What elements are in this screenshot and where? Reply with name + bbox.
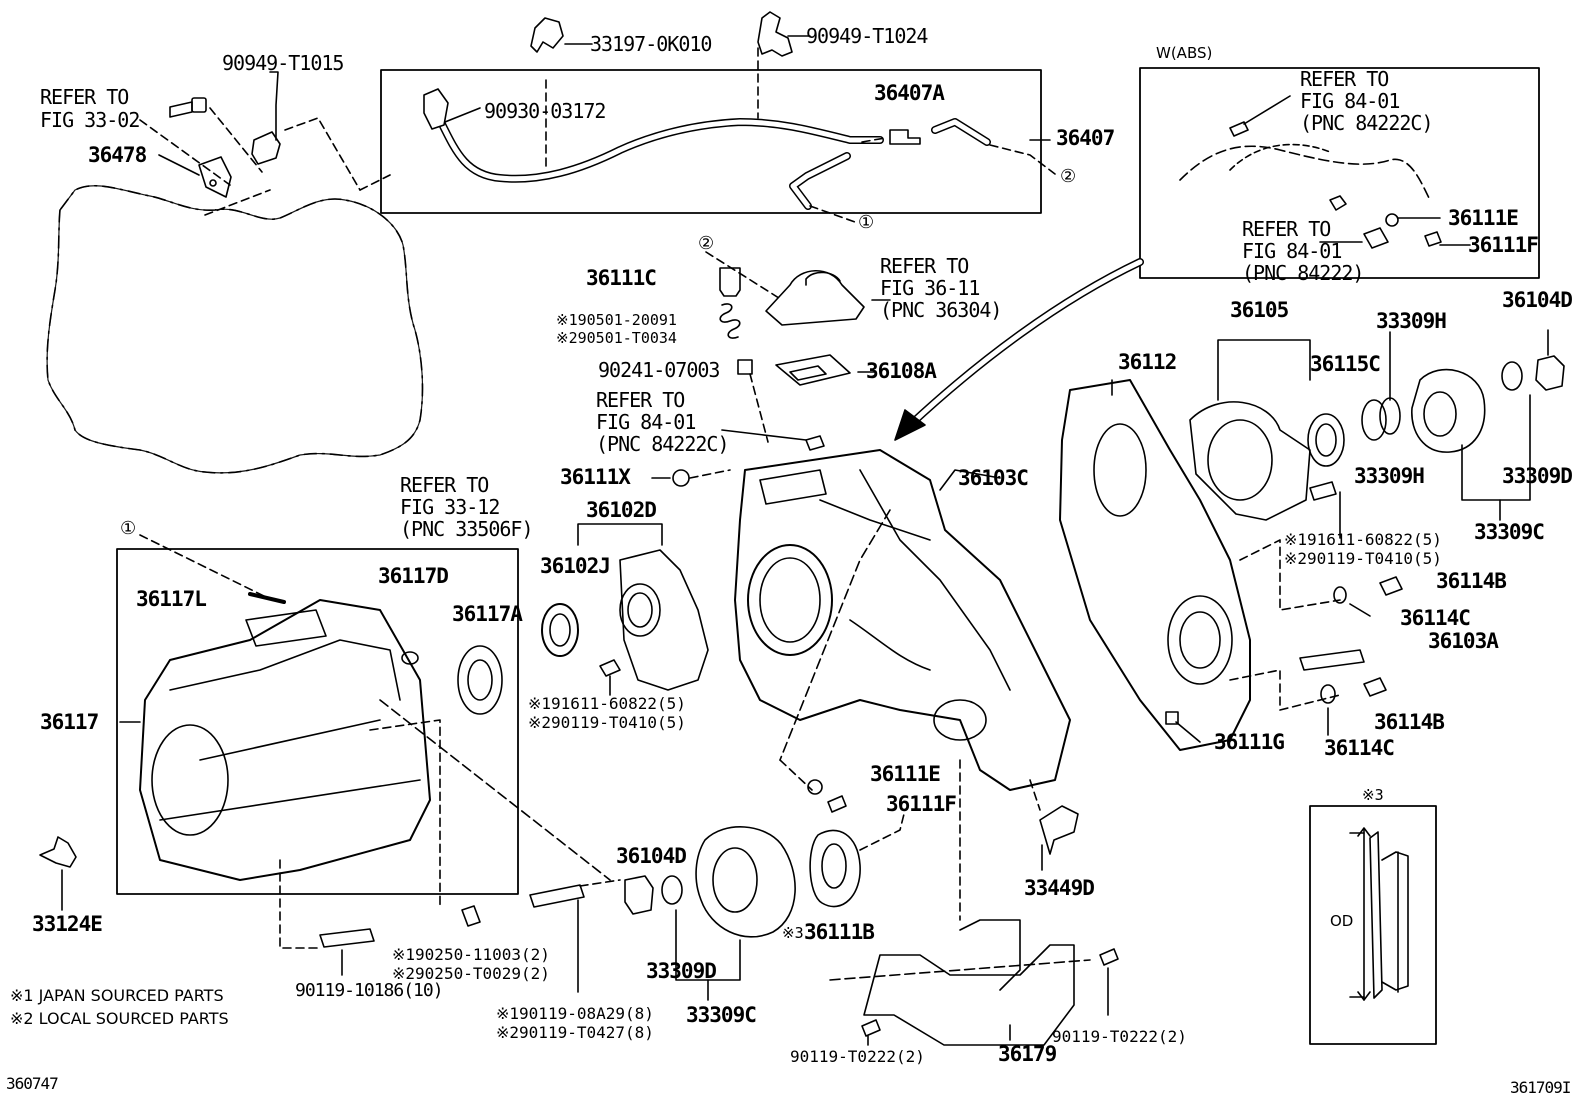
part-33309c-mid: 33309C (686, 1003, 757, 1027)
extension-housing (139, 599, 431, 881)
part-36115c: 36115C (1310, 352, 1381, 376)
part-36102d: 36102D (586, 498, 657, 522)
note-local-sourced: ※2 LOCAL SOURCED PARTS (10, 1009, 229, 1028)
part-36114c-low: 36114C (1324, 736, 1395, 760)
part-36117: 36117 (40, 710, 99, 734)
part-36103c: 36103C (958, 466, 1029, 490)
cover-36102d (619, 549, 709, 691)
flange-33309c (695, 826, 796, 938)
part-33197-0k010: 33197-0K010 (590, 32, 712, 56)
seal-36111b (809, 829, 861, 908)
part-36117l: 36117L (136, 587, 207, 611)
part-90119-t0222-right: 90119-T0222(2) (1052, 1027, 1187, 1046)
cover-36304 (765, 270, 865, 326)
part-36114b-low: 36114B (1374, 710, 1445, 734)
abs-box-title: W(ABS) (1156, 44, 1213, 62)
transmission-case-outline (46, 184, 424, 474)
part-36103a: 36103A (1428, 629, 1499, 653)
part-36111e-abs: 36111E (1448, 206, 1519, 230)
callout-1-top: ① (858, 212, 875, 233)
abs-box (1139, 67, 1540, 279)
extension-housing-box (116, 548, 519, 895)
part-33309h-top: 33309H (1376, 309, 1447, 333)
part-36111f-mid: 36111F (886, 792, 957, 816)
part-36111x: 36111X (560, 465, 631, 489)
figure-id-right: 361709I (1510, 1078, 1571, 1097)
nut-36104d (624, 875, 654, 915)
part-36117d: 36117D (378, 564, 449, 588)
part-36111g: 36111G (1214, 730, 1285, 754)
figure-id-left: 360747 (6, 1074, 59, 1093)
part-90930-03172: 90930-03172 (484, 99, 606, 123)
case-plate-36112 (1059, 379, 1251, 751)
inset-od-label: OD (1330, 912, 1354, 930)
part-90119-t0222-left: 90119-T0222(2) (790, 1047, 925, 1066)
part-90241-07003: 90241-07003 (598, 358, 720, 382)
part-36111e-mid: 36111E (870, 762, 941, 786)
refer-fig-84-01-mid: REFER TO FIG 84-01 (PNC 84222C) (596, 388, 729, 456)
part-33449d: 33449D (1024, 876, 1095, 900)
callout-2-top: ② (1060, 166, 1077, 187)
part-36111c: 36111C (586, 266, 657, 290)
part-33124e: 33124E (32, 912, 103, 936)
seal-note-mark: ※3 (782, 924, 804, 942)
breather-plug (719, 267, 741, 297)
part-36112: 36112 (1118, 350, 1177, 374)
refer-fig-84-01-abs-b: REFER TO FIG 84-01 (PNC 84222) (1242, 217, 1364, 285)
part-36102j: 36102J (540, 554, 611, 578)
callout-2-mid: ② (698, 233, 715, 254)
part-33309c-right: 33309C (1474, 520, 1545, 544)
pin-part-numbers: ※190250-11003(2) ※290250-T0029(2) (392, 945, 550, 984)
part-36179: 36179 (998, 1042, 1057, 1066)
note-japan-sourced: ※1 JAPAN SOURCED PARTS (10, 986, 224, 1005)
part-90949-t1015: 90949-T1015 (222, 51, 344, 75)
seal-cross-section (1369, 831, 1383, 999)
part-90949-t1024: 90949-T1024 (806, 24, 928, 48)
refer-fig-36-11: REFER TO FIG 36-11 (PNC 36304) (880, 254, 1002, 322)
part-36407: 36407 (1056, 126, 1115, 150)
nut-36104d-right (1535, 355, 1565, 391)
refer-fig-33-12: REFER TO FIG 33-12 (PNC 33506F) (400, 473, 533, 541)
bolt-part-numbers-mid: ※191611-60822(5) ※290119-T0410(5) (528, 694, 686, 733)
part-36478: 36478 (88, 143, 147, 167)
part-36105: 36105 (1230, 298, 1289, 322)
part-36407a: 36407A (874, 81, 945, 105)
part-36104d-right: 36104D (1502, 288, 1573, 312)
part-36108a: 36108A (866, 359, 937, 383)
part-90119-10186: 90119-10186(10) (295, 980, 444, 1001)
part-36114c-top: 36114C (1400, 606, 1471, 630)
part-33309d-mid: 33309D (646, 959, 717, 983)
inset-title: ※3 (1362, 786, 1384, 804)
bolt-part-numbers-low: ※190119-08A29(8) ※290119-T0427(8) (496, 1004, 654, 1043)
inset-box (1309, 805, 1437, 1045)
transfer-case (734, 449, 1071, 791)
part-36111b: 36111B (804, 920, 875, 944)
part-33309d-right: 33309D (1502, 464, 1573, 488)
part-36117a: 36117A (452, 602, 523, 626)
spring-part-numbers: ※190501-20091 ※290501-T0034 (556, 311, 677, 347)
part-36114b-top: 36114B (1436, 569, 1507, 593)
callout-1-left: ① (120, 518, 137, 539)
refer-fig-84-01-abs-a: REFER TO FIG 84-01 (PNC 84222C) (1300, 67, 1433, 135)
refer-fig-33-02: REFER TO FIG 33-02 (40, 85, 140, 132)
part-36104d-mid: 36104D (616, 844, 687, 868)
hose-group-box (380, 69, 1042, 214)
bolt-part-numbers-right: ※191611-60822(5) ※290119-T0410(5) (1284, 530, 1442, 569)
bracket-36179 (863, 944, 1075, 1046)
part-33309h-low: 33309H (1354, 464, 1425, 488)
part-36111f-abs: 36111F (1468, 233, 1539, 257)
gasket-36108a (775, 354, 851, 386)
